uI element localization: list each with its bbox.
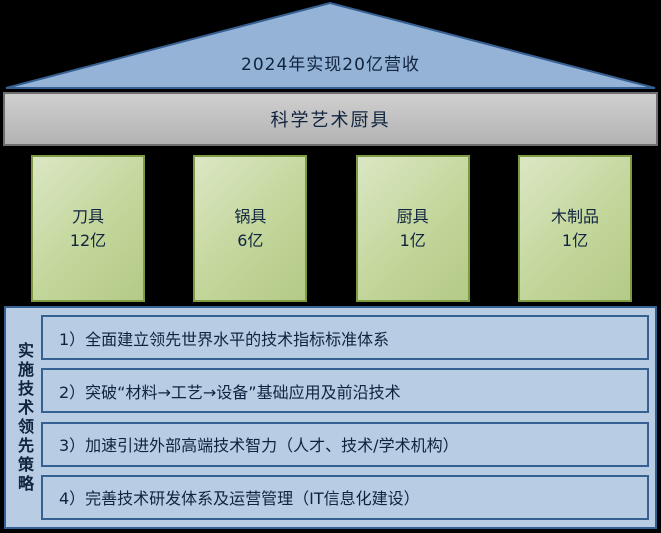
pillar-value: 12亿 — [69, 231, 107, 250]
strategy-rows: 1）全面建立领先世界水平的技术指标标准体系 2）突破“材料→工艺→设备”基础应用… — [40, 312, 650, 523]
pillar-value: 6亿 — [237, 231, 264, 250]
roof-triangle — [5, 1, 656, 89]
pillar-wood-products: 木制品 1亿 — [517, 155, 632, 302]
pillar-value: 1亿 — [561, 231, 589, 250]
pillar-name: 锅具 — [234, 207, 267, 226]
strategy-item-1: 1）全面建立领先世界水平的技术指标标准体系 — [41, 315, 649, 360]
header-bar-label: 科学艺术厨具 — [270, 110, 391, 131]
strategy-item-2: 2）突破“材料→工艺→设备”基础应用及前沿技术 — [41, 368, 649, 414]
pillar-group: 刀具 12亿 锅具 6亿 厨具 1亿 木制品 1亿 — [31, 155, 632, 302]
strategy-item-4: 4）完善技术研发体系及运营管理（IT信息化建设） — [41, 474, 649, 520]
pillar-name: 厨具 — [396, 207, 429, 226]
roof-revenue-goal-label: 2024年实现20亿营收 — [241, 55, 420, 75]
strategy-base: 实施技术领先策略 1）全面建立领先世界水平的技术指标标准体系 2）突破“材料→工… — [4, 306, 657, 529]
pillar-value: 1亿 — [399, 231, 426, 250]
strategy-side-label: 实施技术领先策略 — [15, 341, 34, 494]
pillar-knives: 刀具 12亿 — [31, 155, 145, 302]
pillar-name: 刀具 — [71, 207, 104, 226]
pillar-kitchenware: 厨具 1亿 — [355, 155, 470, 302]
strategy-item-3: 3）加速引进外部高端技术智力（人才、技术/学术机构） — [41, 421, 649, 467]
header-bar: 科学艺术厨具 — [3, 92, 658, 146]
pillar-cookware: 锅具 6亿 — [193, 155, 308, 302]
pillar-name: 木制品 — [550, 207, 599, 226]
